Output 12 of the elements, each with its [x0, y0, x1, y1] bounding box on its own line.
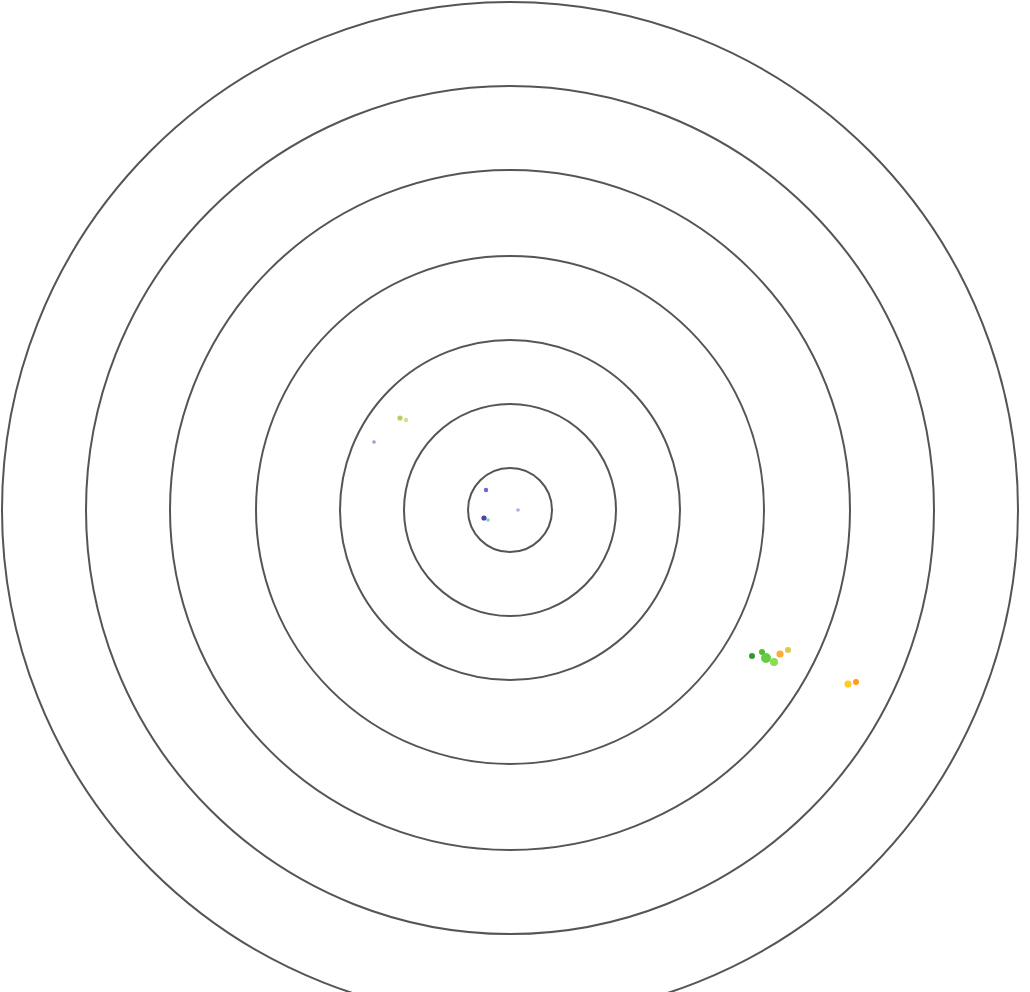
dot-node — [770, 658, 778, 666]
dot-node — [853, 679, 859, 685]
dot-node — [759, 649, 765, 655]
dot-node — [397, 415, 403, 421]
dot-node — [761, 653, 771, 663]
dot-node — [785, 647, 791, 653]
dot-node — [481, 515, 487, 521]
dot-node — [749, 653, 755, 659]
dot-node — [403, 417, 409, 423]
dot-node — [776, 650, 784, 658]
dot-node — [844, 680, 852, 688]
dot-node — [483, 487, 489, 493]
